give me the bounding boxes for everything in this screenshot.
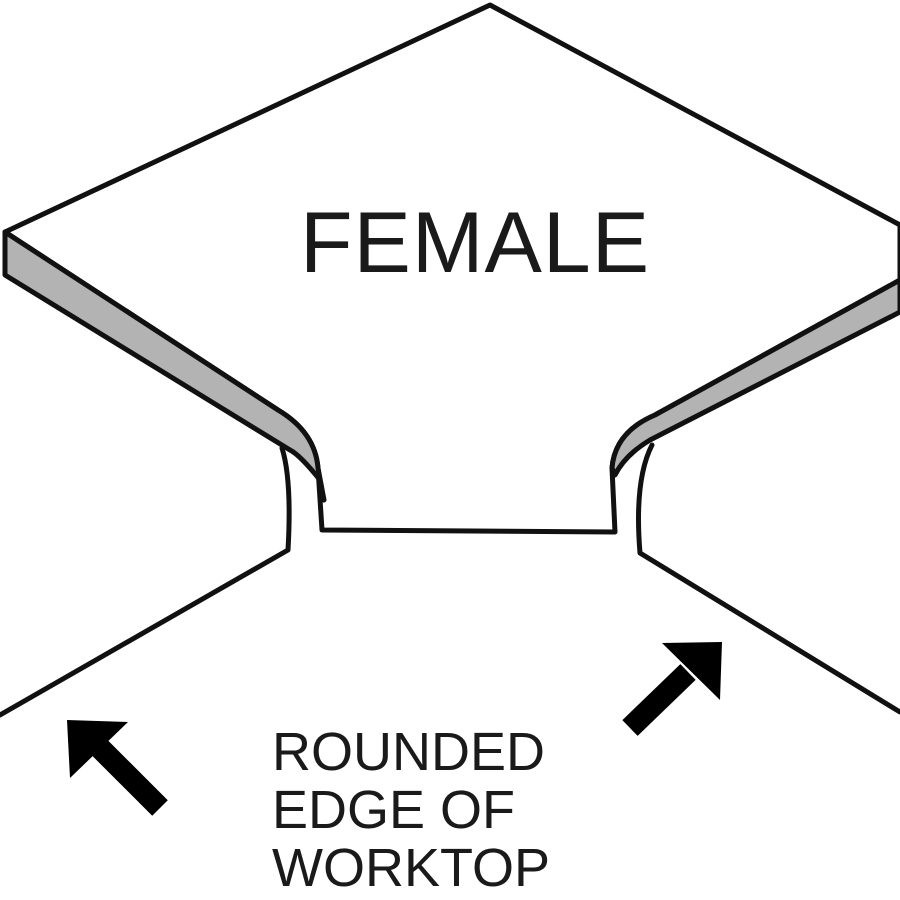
rounded-edge-label-line-3: WORKTOP [272, 838, 550, 898]
arrow-up-left-icon [67, 720, 168, 816]
rounded-edge-label-line-1: ROUNDED [272, 722, 545, 782]
female-label: FEMALE [300, 195, 650, 291]
female-right-edge-band [609, 277, 900, 478]
male-left-edge [0, 445, 292, 718]
arrow-up-right-icon [622, 642, 722, 736]
male-right-edge [636, 442, 900, 715]
rounded-edge-label-line-2: EDGE OF [272, 780, 515, 840]
female-left-edge-band [2, 229, 327, 503]
